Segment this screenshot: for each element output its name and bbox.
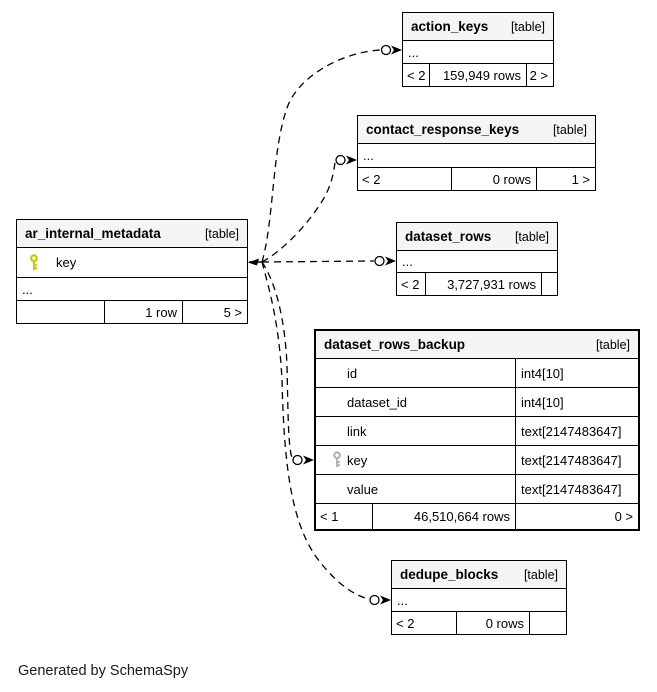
column-row-key: key text[2147483647]	[316, 446, 638, 475]
table-type-tag: [table]	[552, 122, 587, 137]
arrowhead-icon	[380, 595, 391, 605]
table-footer: < 2 3,727,931 rows	[397, 273, 557, 295]
relationship-line-contact-response-keys	[261, 161, 336, 263]
arrowhead-icon	[346, 155, 357, 165]
footer-row-count: 46,510,664 rows	[372, 504, 515, 529]
table-header: dataset_rows_backup [table]	[316, 331, 638, 359]
table-dataset-rows[interactable]: dataset_rows [table] ... < 2 3,727,931 r…	[396, 222, 558, 296]
table-action-keys[interactable]: action_keys [table] ... < 2 159,949 rows…	[402, 12, 554, 87]
table-footer: < 2 159,949 rows 2 >	[403, 64, 553, 86]
column-row-value: value text[2147483647]	[316, 475, 638, 504]
table-type-tag: [table]	[595, 337, 630, 352]
footer-pager-left: < 1	[320, 509, 339, 524]
footer-pager-right	[541, 273, 557, 295]
footer-pager-left: < 2	[396, 615, 415, 631]
column-type: text[2147483647]	[515, 417, 638, 445]
cardinality-circle	[335, 154, 346, 166]
cardinality-circle	[292, 454, 303, 466]
table-name: contact_response_keys	[366, 122, 520, 137]
foreign-key-icon	[331, 451, 343, 469]
table-type-tag: [table]	[204, 226, 239, 241]
column-type: int4[10]	[515, 359, 638, 387]
table-header: ar_internal_metadata [table]	[17, 220, 247, 248]
column-name: key	[347, 452, 368, 468]
column-row-link: link text[2147483647]	[316, 417, 638, 446]
footer-row-count: 3,727,931 rows	[425, 273, 541, 295]
arrowhead-icon	[385, 256, 396, 266]
table-type-tag: [table]	[510, 19, 545, 34]
column-type: text[2147483647]	[515, 475, 638, 503]
cardinality-circle	[369, 594, 380, 606]
table-header: contact_response_keys [table]	[358, 116, 595, 144]
table-footer: < 2 0 rows	[392, 612, 566, 634]
cardinality-circle	[374, 255, 385, 267]
arrowhead-icon	[391, 45, 402, 55]
ellipsis-row: ...	[358, 144, 595, 168]
ellipsis-row: ...	[17, 278, 247, 301]
table-name: ar_internal_metadata	[25, 226, 161, 241]
footer-row-count: 0 rows	[451, 168, 536, 190]
table-header: dataset_rows [table]	[397, 223, 557, 251]
footer-row-count: 0 rows	[456, 612, 529, 634]
table-footer: < 1 46,510,664 rows 0 >	[316, 504, 638, 529]
relationship-line-dataset-rows-backup	[261, 261, 293, 459]
table-type-tag: [table]	[523, 567, 558, 582]
ellipsis-row: ...	[403, 41, 553, 64]
cardinality-circle	[380, 44, 392, 56]
column-name: dataset_id	[347, 394, 407, 410]
column-name: link	[347, 423, 367, 439]
footer-row-count: 1 row	[104, 301, 182, 323]
table-footer: 1 row 5 >	[17, 301, 247, 323]
primary-key-icon	[28, 254, 40, 272]
table-name: dedupe_blocks	[400, 567, 499, 582]
table-dedupe-blocks[interactable]: dedupe_blocks [table] ... < 2 0 rows	[391, 560, 567, 635]
footer-pager-right: 5 >	[182, 301, 247, 323]
table-header: action_keys [table]	[403, 13, 553, 41]
column-row-dataset-id: dataset_id int4[10]	[316, 388, 638, 417]
column-name: value	[347, 481, 379, 497]
table-dataset-rows-backup[interactable]: dataset_rows_backup [table] id int4[10] …	[314, 329, 640, 531]
table-header: dedupe_blocks [table]	[392, 561, 566, 589]
table-footer: < 2 0 rows 1 >	[358, 168, 595, 190]
footer-pager-right: 2 >	[526, 64, 553, 86]
ellipsis-row: ...	[392, 589, 566, 612]
table-name: dataset_rows	[405, 229, 492, 244]
table-contact-response-keys[interactable]: contact_response_keys [table] ... < 2 0 …	[357, 115, 596, 191]
generator-note: Generated by SchemaSpy	[18, 663, 189, 679]
footer-pager-right	[529, 612, 566, 634]
relationship-source-anchor	[248, 258, 264, 266]
column-type: text[2147483647]	[515, 446, 638, 474]
column-row-id: id int4[10]	[316, 359, 638, 388]
footer-pager-left	[17, 301, 104, 323]
footer-pager-left: < 2	[401, 276, 420, 292]
relationship-line-dataset-rows	[261, 260, 375, 263]
column-name: key	[56, 255, 77, 270]
arrowhead-icon	[303, 455, 314, 465]
footer-pager-left: < 2	[407, 67, 426, 83]
column-row-key: key	[17, 248, 247, 278]
ellipsis-row: ...	[397, 251, 557, 273]
column-name: id	[347, 365, 358, 381]
footer-pager-right: 1 >	[536, 168, 595, 190]
table-type-tag: [table]	[514, 229, 549, 244]
column-type: int4[10]	[515, 388, 638, 416]
footer-pager-right: 0 >	[515, 504, 638, 529]
footer-row-count: 159,949 rows	[429, 64, 526, 86]
table-ar-internal-metadata[interactable]: ar_internal_metadata [table] key ... 1 r…	[16, 219, 248, 324]
footer-pager-left: < 2	[362, 171, 381, 187]
table-name: dataset_rows_backup	[324, 337, 466, 352]
table-name: action_keys	[411, 19, 489, 34]
